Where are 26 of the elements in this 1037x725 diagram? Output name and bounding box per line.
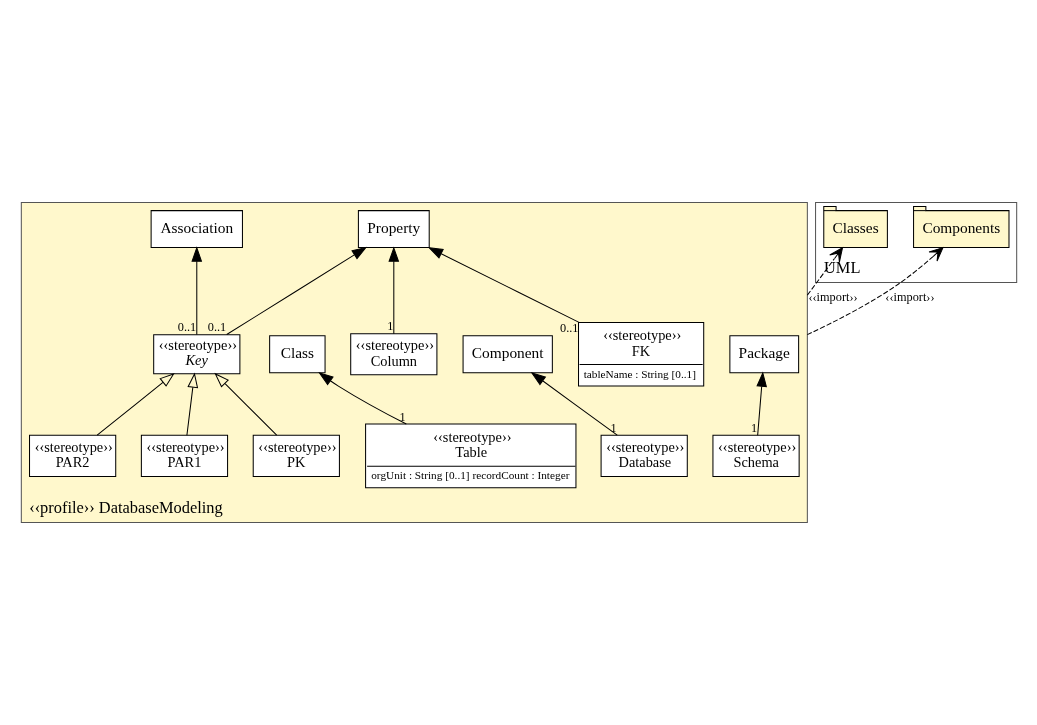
node-box: Component xyxy=(462,335,553,374)
edge-label: ‹‹import›› xyxy=(884,289,935,304)
arrow xyxy=(317,372,407,425)
edge-label: 1 xyxy=(750,420,757,435)
arrow xyxy=(530,372,618,436)
edge-label: 0..1 xyxy=(207,320,226,335)
node-box: Package xyxy=(728,335,799,374)
arrow xyxy=(190,246,202,336)
arrow xyxy=(213,372,277,436)
edge-label: 0..1 xyxy=(177,320,196,335)
arrow xyxy=(755,371,767,436)
arrow xyxy=(806,247,843,296)
arrow xyxy=(806,247,943,336)
arrow xyxy=(225,246,367,336)
edge-label: 1 xyxy=(399,409,406,424)
arrow xyxy=(427,247,580,323)
edge-label: ‹‹import›› xyxy=(807,289,858,304)
node-box: Class xyxy=(268,335,326,374)
node-box: Association xyxy=(150,210,243,249)
edge-label: 1 xyxy=(610,420,617,435)
arrow xyxy=(387,246,399,335)
edge-label: 1 xyxy=(386,319,393,334)
arrow xyxy=(96,372,175,436)
arrow xyxy=(185,372,198,436)
edge-label: 0..1 xyxy=(559,321,579,336)
node-box: Property xyxy=(357,210,430,249)
